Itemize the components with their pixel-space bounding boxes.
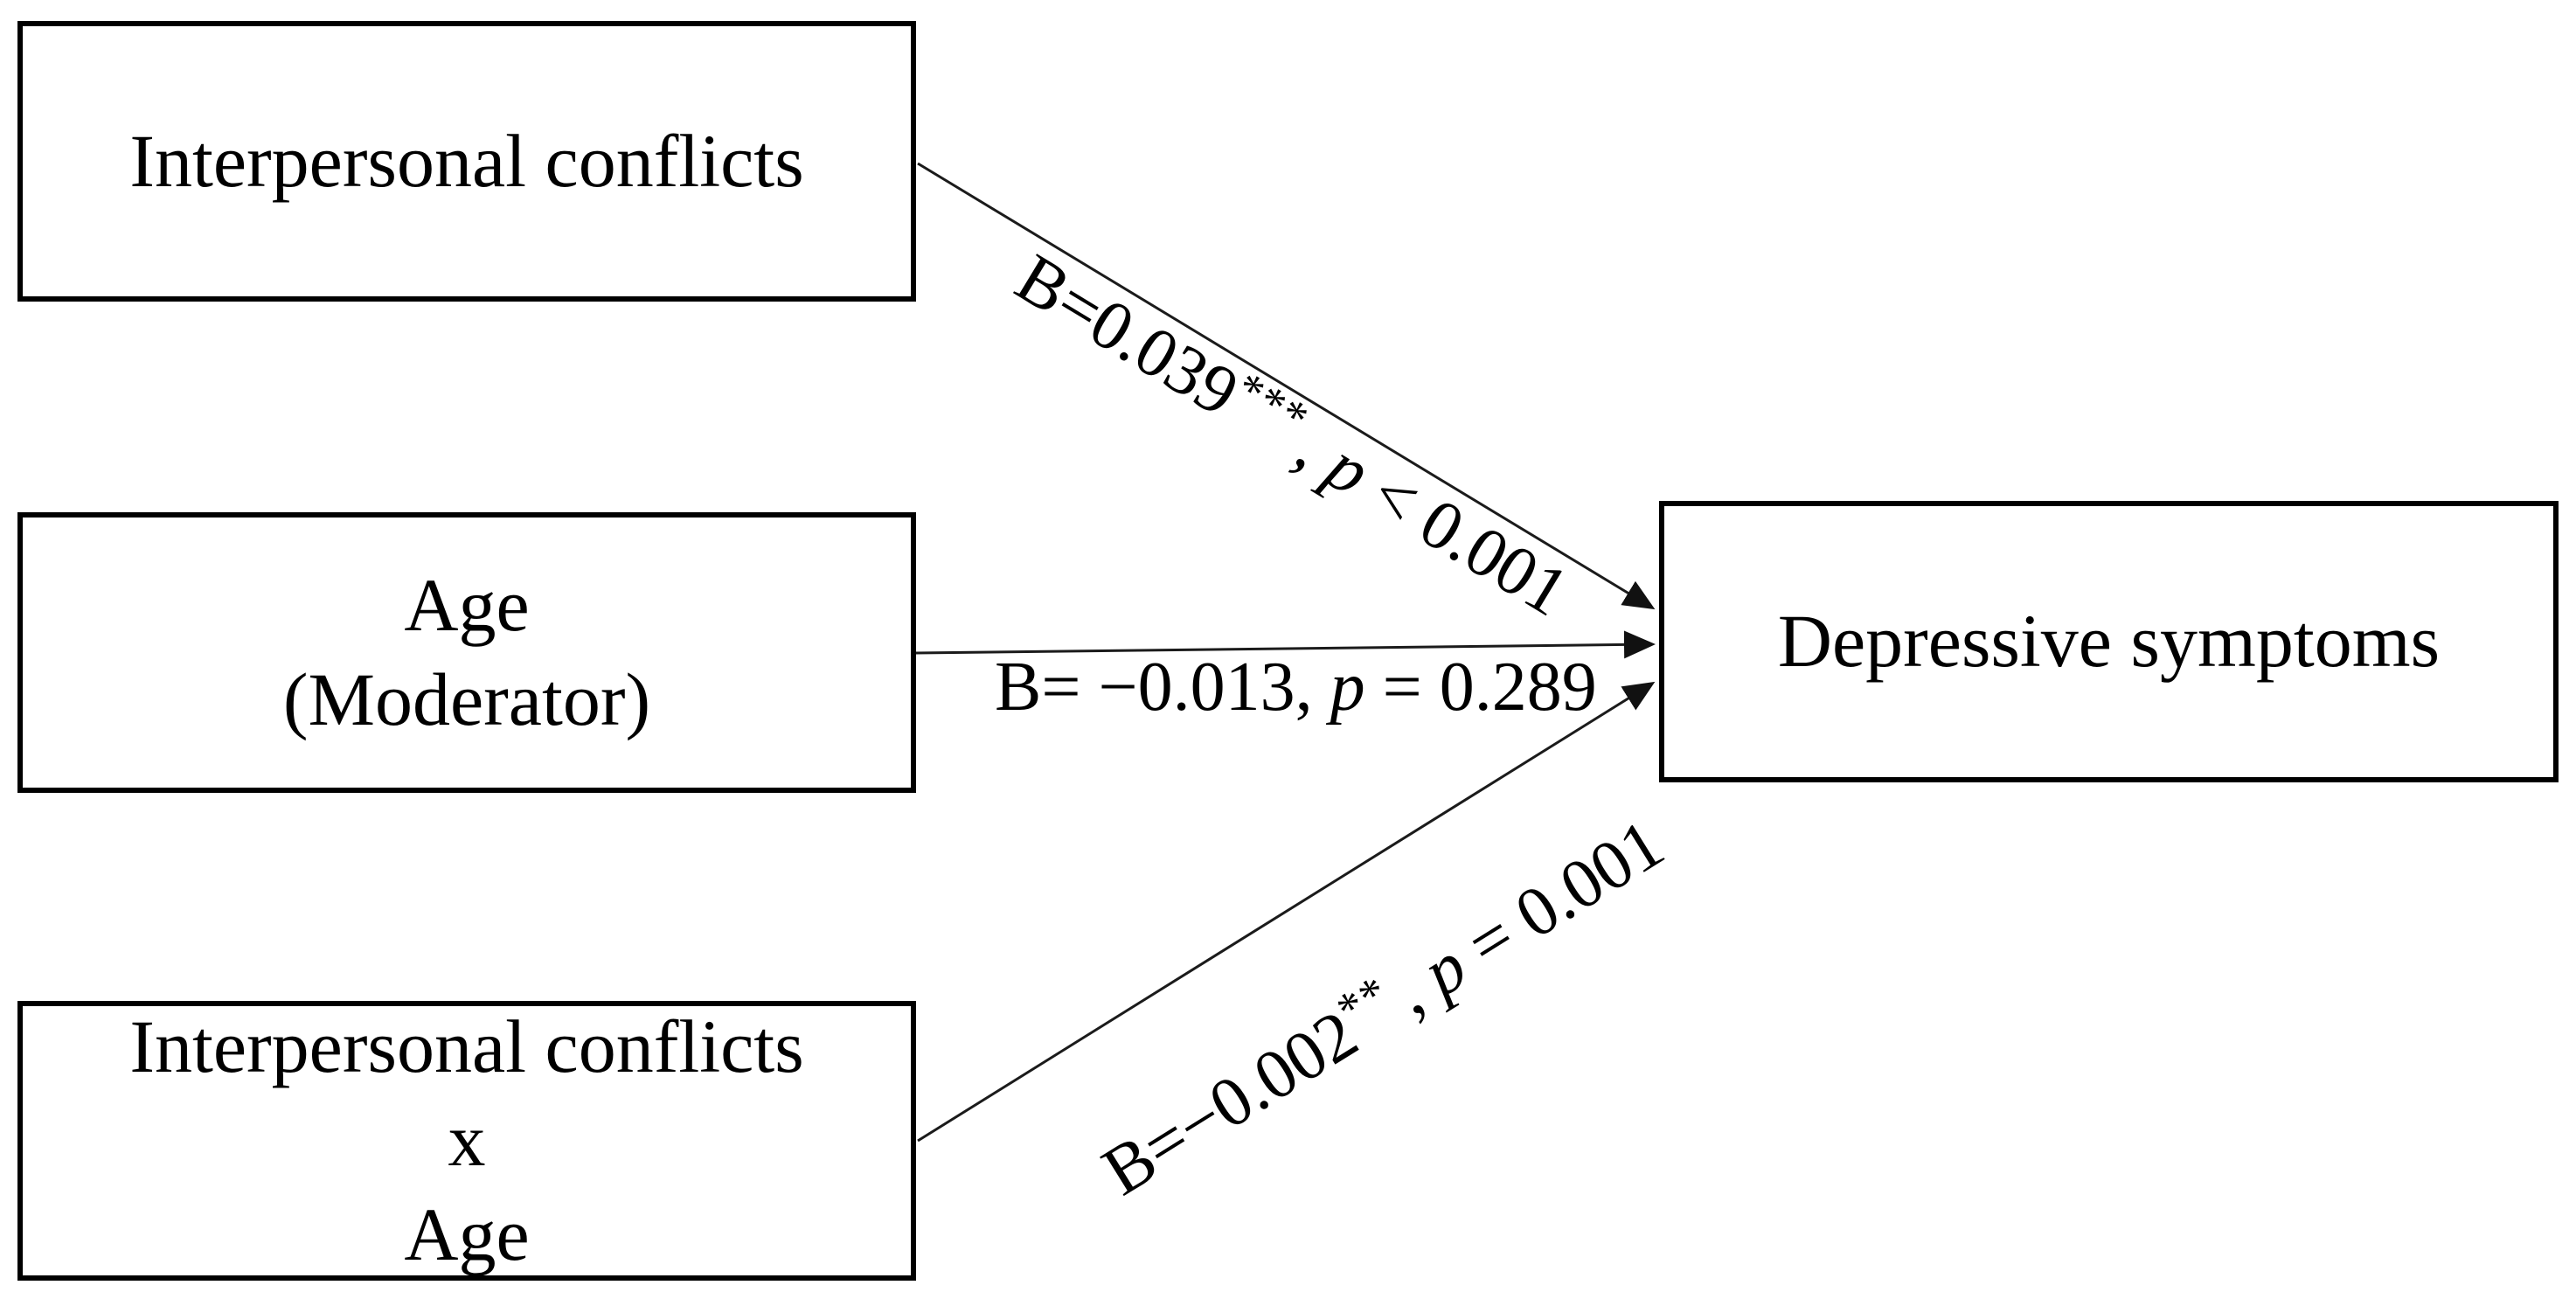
p-value-text: = 0.289 bbox=[1364, 649, 1597, 726]
path-label-age-to-depression: B= −0.013, p = 0.289 bbox=[925, 566, 1597, 808]
box-label-line: Interpersonal conflicts bbox=[129, 1004, 804, 1088]
box-depressive-symptoms: Depressive symptoms bbox=[1659, 501, 2559, 782]
coefficient-text: B= −0.013 bbox=[995, 649, 1295, 726]
box-interpersonal-conflicts-x-age: Interpersonal conflicts x Age bbox=[17, 1001, 916, 1281]
box-label-line: (Moderator) bbox=[282, 656, 651, 741]
arrow-interaction-to-depression bbox=[917, 681, 1656, 1143]
box-age-moderator: Age (Moderator) bbox=[17, 512, 916, 793]
box-label-line: Age bbox=[404, 1191, 530, 1276]
box-label-line: Age bbox=[404, 563, 530, 647]
box-interpersonal-conflicts: Interpersonal conflicts bbox=[17, 21, 916, 302]
separator-text: , bbox=[1295, 649, 1330, 726]
arrow-age-to-depression bbox=[915, 630, 1656, 659]
path-label-text: B= −0.013, p = 0.289 bbox=[995, 647, 1597, 727]
box-label-line: Depressive symptoms bbox=[1777, 599, 2441, 684]
arrow-conflicts-to-depression bbox=[917, 162, 1656, 610]
p-symbol: p bbox=[1330, 649, 1365, 726]
p-value-text: = 0.001 bbox=[1439, 804, 1677, 993]
box-label-line: Interpersonal conflicts bbox=[129, 118, 804, 203]
box-label-line: x bbox=[448, 1098, 486, 1183]
